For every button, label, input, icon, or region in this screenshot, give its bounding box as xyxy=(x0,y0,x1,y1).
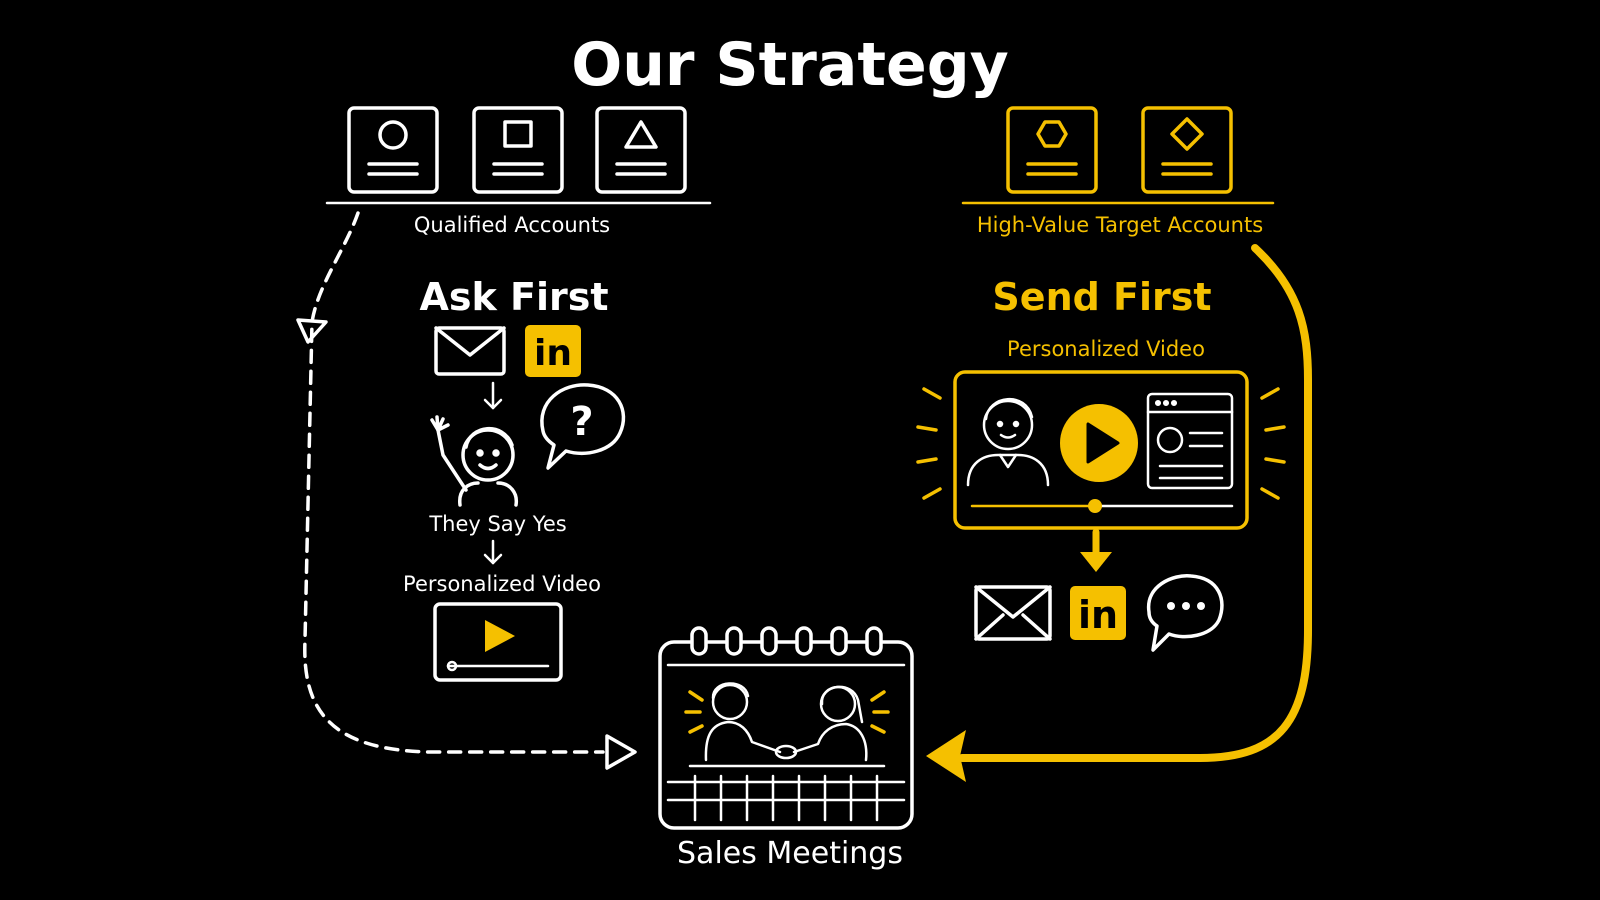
personalized-video-card xyxy=(916,370,1286,530)
account-card-circle xyxy=(347,106,439,194)
circle-icon xyxy=(378,120,408,150)
linkedin-icon: in xyxy=(525,325,581,377)
chat-bubble-icon xyxy=(1147,574,1224,652)
high-value-accounts-group: High-Value Target Accounts xyxy=(961,106,1275,237)
play-icon xyxy=(485,620,515,652)
diagram-title: Our Strategy xyxy=(571,30,1009,100)
question-mark: ? xyxy=(570,399,593,445)
handshake-icon xyxy=(688,682,886,768)
step-personalized-video: Personalized Video xyxy=(403,572,601,596)
linkedin-text: in xyxy=(534,333,572,374)
linkedin-icon-right: in xyxy=(1070,586,1126,640)
step-they-say-yes: They Say Yes xyxy=(428,512,566,536)
sales-meetings-calendar xyxy=(658,626,914,830)
envelope-icon xyxy=(434,326,506,376)
right-solid-path xyxy=(958,244,1312,762)
left-dashed-arrowhead-end xyxy=(605,734,637,770)
left-dashed-path xyxy=(303,211,605,754)
send-first-heading: Send First xyxy=(992,275,1211,319)
linkedin-text-right: in xyxy=(1078,593,1118,637)
progress-knob xyxy=(1088,499,1102,513)
qualified-accounts-label: Qualified Accounts xyxy=(414,213,610,237)
browser-window-icon xyxy=(1146,392,1234,490)
right-solid-arrowhead xyxy=(926,730,966,782)
waving-person-icon xyxy=(430,415,519,507)
arrow-down-2 xyxy=(483,539,503,565)
arrow-down-3 xyxy=(1080,528,1112,572)
arrow-down-1 xyxy=(483,381,503,410)
account-card-triangle xyxy=(595,106,687,194)
account-card-square xyxy=(472,106,564,194)
video-player-icon xyxy=(433,602,563,682)
calendar-rings xyxy=(690,626,883,656)
triangle-icon xyxy=(624,120,658,149)
calendar-grid xyxy=(666,774,906,822)
diamond-icon xyxy=(1170,117,1204,151)
envelope-icon-right xyxy=(974,585,1052,641)
send-first-subheading: Personalized Video xyxy=(1007,337,1205,361)
question-bubble-icon: ? xyxy=(540,383,626,470)
left-dashed-arrowhead-top xyxy=(296,318,328,344)
meeting-rays xyxy=(684,690,890,734)
account-card-hexagon xyxy=(1006,106,1098,194)
high-value-accounts-label: High-Value Target Accounts xyxy=(977,213,1263,237)
presenter-icon xyxy=(966,398,1050,487)
sales-meetings-label: Sales Meetings xyxy=(677,836,903,871)
hexagon-icon xyxy=(1036,120,1068,148)
account-card-diamond xyxy=(1141,106,1233,194)
qualified-accounts-group: Qualified Accounts xyxy=(325,106,712,237)
square-icon xyxy=(503,120,533,148)
highlight-rays xyxy=(916,387,1286,500)
ask-first-heading: Ask First xyxy=(419,275,608,319)
